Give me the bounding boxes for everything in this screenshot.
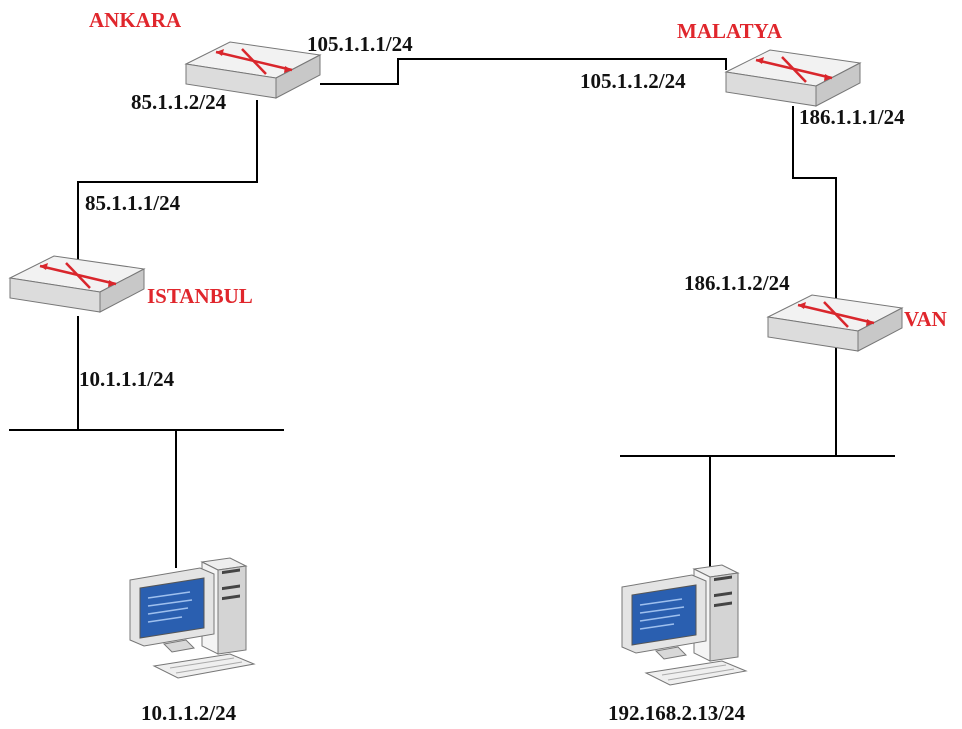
router-icon <box>8 254 146 314</box>
router-icon <box>724 48 862 108</box>
ip-ankara-wan: 105.1.1.1/24 <box>307 32 413 56</box>
router-icon <box>766 293 904 353</box>
link-malatya-van <box>792 106 837 304</box>
desktop-computer-icon <box>621 564 747 686</box>
ip-istanbul-lan: 10.1.1.1/24 <box>79 367 175 391</box>
router-name-istanbul: ISTANBUL <box>147 284 253 308</box>
ip-malatya-lan: 186.1.1.1/24 <box>799 105 905 129</box>
link-ankara-istanbul <box>77 100 258 264</box>
router-name-malatya: MALATYA <box>677 19 783 43</box>
router-name-van: VAN <box>904 307 947 331</box>
ip-istanbul-wan: 85.1.1.1/24 <box>85 191 181 215</box>
ip-van-wan: 186.1.1.2/24 <box>684 271 790 295</box>
ip-host-right: 192.168.2.13/24 <box>608 701 746 725</box>
desktop-computer-icon <box>129 557 255 679</box>
ip-malatya-wan: 105.1.1.2/24 <box>580 69 686 93</box>
router-name-ankara: ANKARA <box>89 8 182 32</box>
ip-ankara-lan: 85.1.1.2/24 <box>131 90 227 114</box>
ip-host-left: 10.1.1.2/24 <box>141 701 237 725</box>
link-ankara-malatya <box>320 58 727 85</box>
